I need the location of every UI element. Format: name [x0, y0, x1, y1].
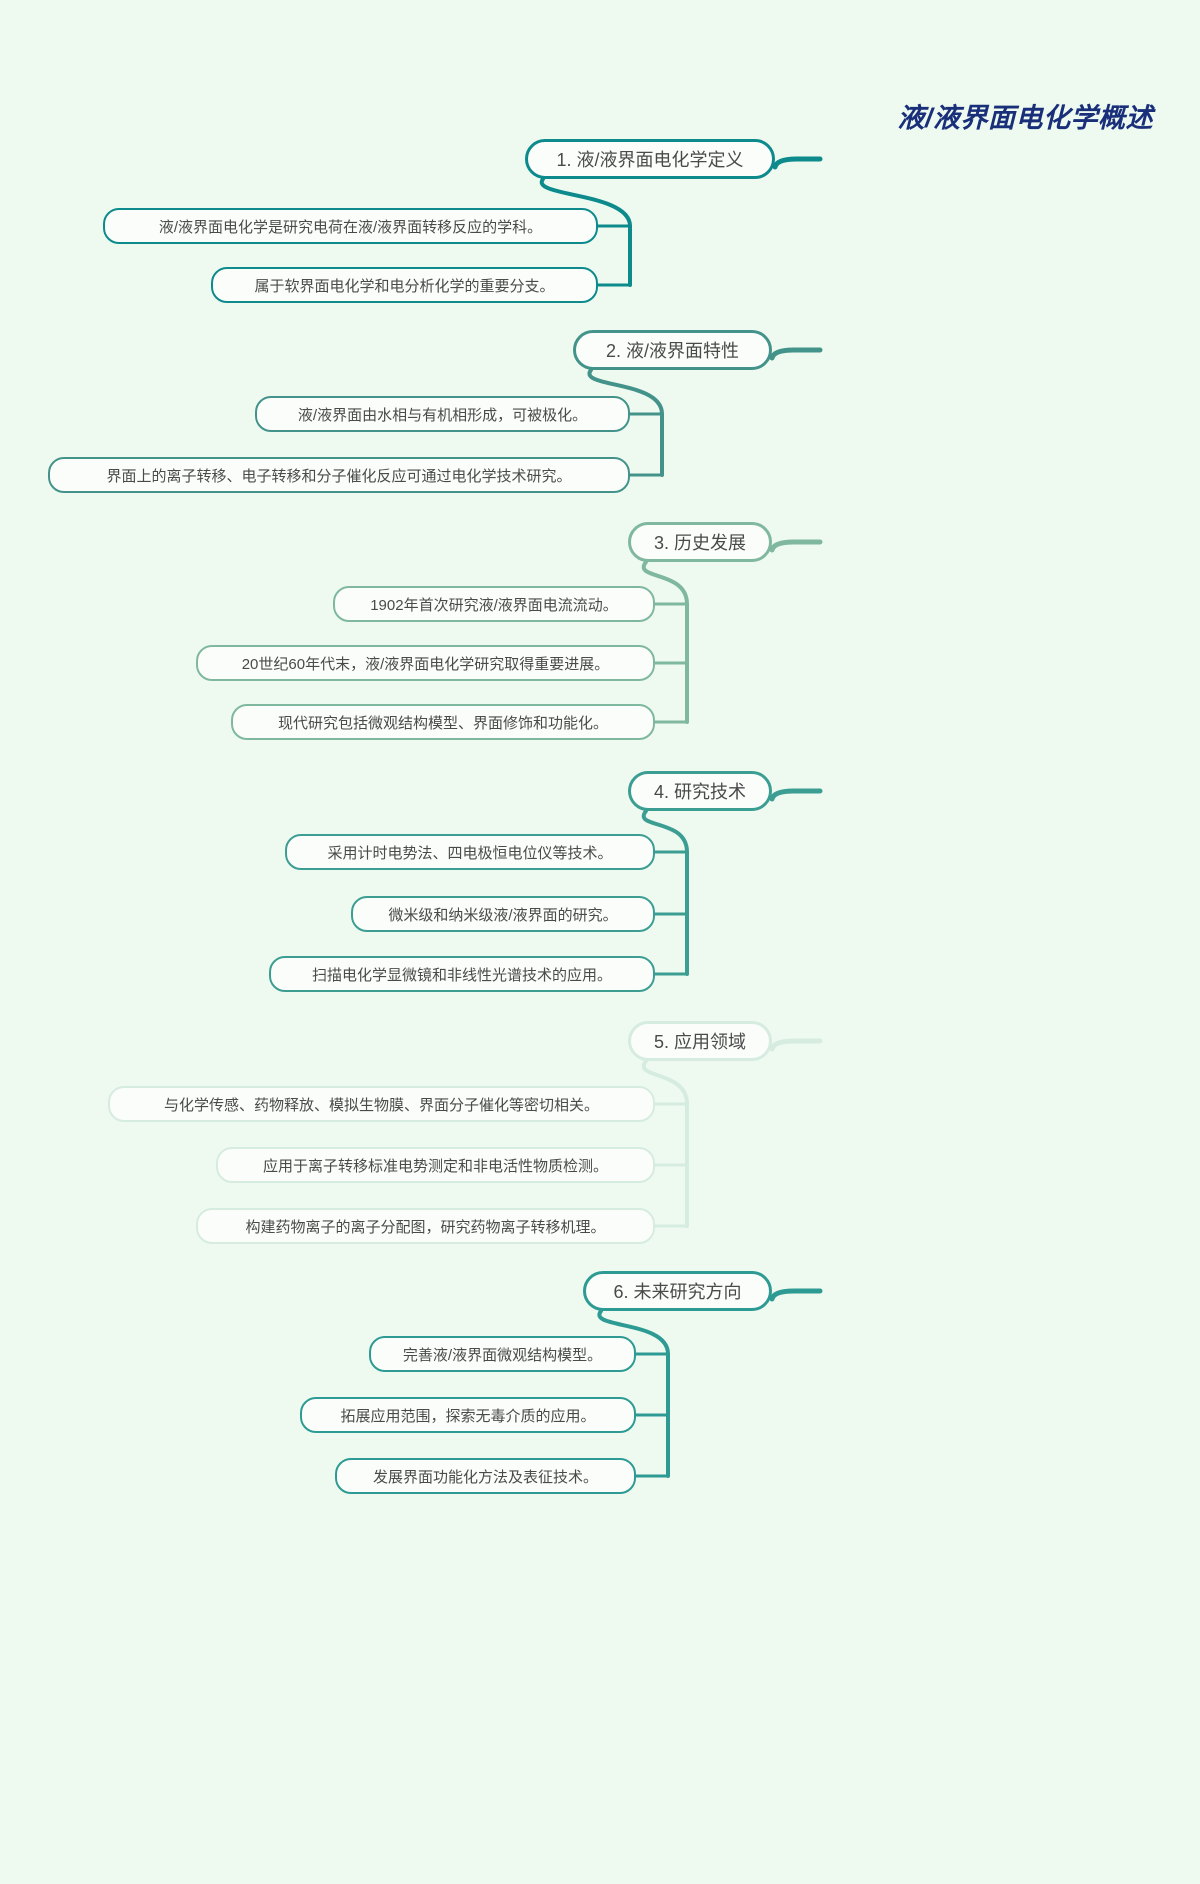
page-title: 液/液界面电化学概述 [897, 103, 1153, 134]
branch-node[interactable]: 1. 液/液界面电化学定义 [525, 139, 775, 179]
leaf-node[interactable]: 应用于离子转移标准电势测定和非电活性物质检测。 [216, 1147, 655, 1183]
leaf-node[interactable]: 1902年首次研究液/液界面电流流动。 [333, 586, 655, 622]
connector-path [769, 539, 823, 553]
leaf-node[interactable]: 20世纪60年代末，液/液界面电化学研究取得重要进展。 [196, 645, 655, 681]
leaf-node[interactable]: 微米级和纳米级液/液界面的研究。 [351, 896, 655, 932]
leaf-node[interactable]: 现代研究包括微观结构模型、界面修饰和功能化。 [231, 704, 655, 740]
leaf-node[interactable]: 属于软界面电化学和电分析化学的重要分支。 [211, 267, 598, 303]
leaf-node[interactable]: 与化学传感、药物释放、模拟生物膜、界面分子催化等密切相关。 [108, 1086, 655, 1122]
branch-node[interactable]: 2. 液/液界面特性 [573, 330, 772, 370]
leaf-node[interactable]: 扫描电化学显微镜和非线性光谱技术的应用。 [269, 956, 655, 992]
branch-node[interactable]: 4. 研究技术 [628, 771, 772, 811]
leaf-node[interactable]: 液/液界面电化学是研究电荷在液/液界面转移反应的学科。 [103, 208, 598, 244]
leaf-node[interactable]: 界面上的离子转移、电子转移和分子催化反应可通过电化学技术研究。 [48, 457, 630, 493]
leaf-node[interactable]: 完善液/液界面微观结构模型。 [369, 1336, 636, 1372]
leaf-node[interactable]: 拓展应用范围，探索无毒介质的应用。 [300, 1397, 636, 1433]
leaf-node[interactable]: 构建药物离子的离子分配图，研究药物离子转移机理。 [196, 1208, 655, 1244]
leaf-node[interactable]: 采用计时电势法、四电极恒电位仪等技术。 [285, 834, 655, 870]
branch-node[interactable]: 3. 历史发展 [628, 522, 772, 562]
connector-path [769, 347, 823, 361]
leaf-node[interactable]: 液/液界面由水相与有机相形成，可被极化。 [255, 396, 630, 432]
branch-node[interactable]: 5. 应用领域 [628, 1021, 772, 1061]
connector-path [769, 1288, 823, 1302]
connector-path [769, 1038, 823, 1052]
connector-path [772, 156, 823, 170]
leaf-node[interactable]: 发展界面功能化方法及表征技术。 [335, 1458, 636, 1494]
branch-node[interactable]: 6. 未来研究方向 [583, 1271, 772, 1311]
connector-path [769, 788, 823, 802]
